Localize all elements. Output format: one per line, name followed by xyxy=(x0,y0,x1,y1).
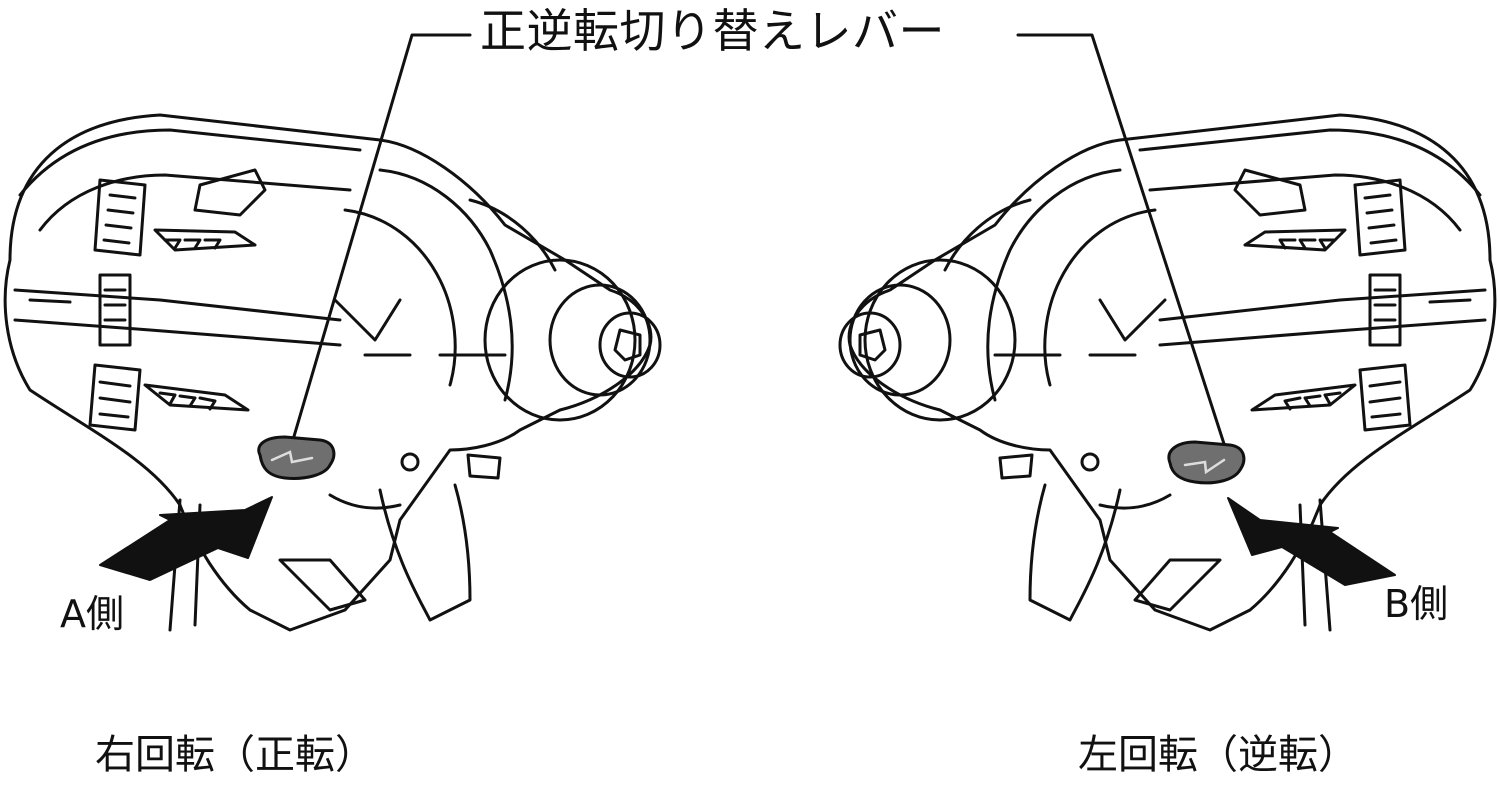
caption-forward-rotation: 右回転（正転） xyxy=(95,732,375,778)
leader-lines xyxy=(288,33,1228,452)
lever-title: 正逆転切り替えレバー xyxy=(480,4,945,58)
right-arrow-icon xyxy=(1227,497,1396,586)
left-arrow-icon xyxy=(99,496,273,581)
left-lever-icon xyxy=(257,435,336,480)
side-b-label: B側 xyxy=(1384,582,1449,626)
right-lever-icon xyxy=(1167,440,1246,485)
leader-line-left xyxy=(288,33,472,452)
leader-line-right xyxy=(1016,33,1228,452)
caption-reverse-rotation: 左回転（逆転） xyxy=(1078,732,1358,778)
side-a-label: A側 xyxy=(60,592,124,636)
left-tool-icon xyxy=(3,113,662,632)
right-tool-icon xyxy=(838,113,1497,632)
